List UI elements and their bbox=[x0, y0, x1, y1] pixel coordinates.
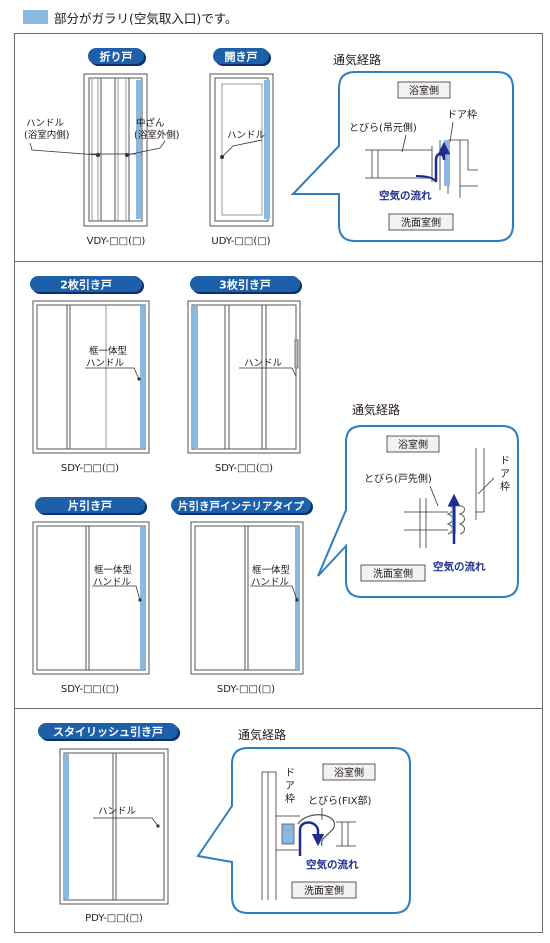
badge-three-panel-sliding: 3枚引き戸 bbox=[190, 276, 302, 294]
badge-stylish-sliding: スタイリッシュ引き戸 bbox=[38, 723, 180, 741]
box-bath-side bbox=[386, 435, 440, 453]
single-sliding-interior-drawing bbox=[190, 521, 304, 675]
model-two-panel-sliding: SDY-□□(□) bbox=[61, 463, 119, 474]
route-callout-3 bbox=[196, 747, 411, 914]
label-handle: ハンドル bbox=[86, 358, 125, 369]
stylish-sliding-drawing bbox=[59, 748, 169, 905]
model-single-sliding-interior: SDY-□□(□) bbox=[217, 684, 275, 695]
label-handle: ハンドル bbox=[251, 577, 290, 588]
label-door-frame-3: 枠 bbox=[500, 480, 510, 493]
model-stylish-sliding: PDY-□□(□) bbox=[85, 913, 143, 924]
label-handle: ハンドル bbox=[93, 577, 132, 588]
label-door-frame-2: ア bbox=[500, 469, 510, 480]
box-bath-side bbox=[322, 763, 376, 781]
legend-text: 部分がガラリ(空気取入口)です。 bbox=[54, 10, 238, 26]
airflow-arrow bbox=[298, 821, 325, 856]
box-washroom-side-text: 洗面室側 bbox=[401, 216, 441, 229]
section-divider-1 bbox=[14, 261, 543, 262]
label-integrated: 框一体型 bbox=[94, 564, 133, 576]
label-airflow: 空気の流れ bbox=[433, 560, 486, 573]
label-door-frame-1: ド bbox=[500, 456, 510, 467]
vent-strip bbox=[140, 527, 145, 669]
badge-folding-door: 折り戸 bbox=[88, 48, 146, 66]
label-door-frame-1: ド bbox=[285, 768, 295, 779]
label-door-frame-2: ア bbox=[285, 781, 295, 792]
badge-two-panel-sliding: 2枚引き戸 bbox=[30, 276, 144, 294]
label-integrated: 框一体型 bbox=[252, 564, 291, 576]
box-washroom-side bbox=[388, 213, 454, 231]
badge-stylish-sliding-text: スタイリッシュ引き戸 bbox=[53, 725, 163, 739]
label-handle: ハンドル bbox=[26, 118, 65, 129]
label-handle: ハンドル bbox=[244, 358, 283, 369]
label-door-frame: ドア枠 bbox=[447, 108, 477, 121]
badge-single-sliding-interior: 片引き戸インテリアタイプ bbox=[171, 497, 313, 515]
three-panel-sliding-drawing bbox=[187, 300, 301, 454]
vent-strip bbox=[136, 80, 141, 219]
route-title: 通気経路 bbox=[238, 727, 286, 742]
model-single-sliding: SDY-□□(□) bbox=[61, 684, 119, 695]
box-bath-side-text: 浴室側 bbox=[398, 438, 428, 451]
label-door-tip-side: とびら(戸先側) bbox=[364, 472, 432, 485]
model-three-panel-sliding: SDY-□□(□) bbox=[215, 463, 273, 474]
label-bath-outside: (浴室外側) bbox=[134, 129, 179, 141]
badge-single-sliding-text: 片引き戸 bbox=[68, 499, 112, 513]
box-bath-side bbox=[397, 81, 451, 99]
vent-color-swatch bbox=[23, 10, 48, 24]
box-washroom-side bbox=[291, 881, 357, 899]
vent-strip bbox=[295, 527, 299, 669]
box-washroom-side bbox=[360, 564, 426, 582]
airflow-arrow bbox=[434, 141, 451, 182]
label-middle-rail: 中ざん bbox=[136, 117, 165, 129]
route-title: 通気経路 bbox=[333, 52, 381, 67]
section-divider-2 bbox=[14, 708, 543, 709]
badge-single-sliding-interior-text: 片引き戸インテリアタイプ bbox=[178, 500, 304, 513]
route-title: 通気経路 bbox=[352, 402, 400, 417]
box-bath-side-text: 浴室側 bbox=[334, 766, 364, 779]
vent-strip bbox=[264, 80, 270, 219]
box-washroom-side-text: 洗面室側 bbox=[373, 567, 413, 580]
label-handle: ハンドル bbox=[227, 130, 266, 141]
label-door-hinge-side: とびら(吊元側) bbox=[349, 121, 417, 134]
badge-hinged-door-text: 開き戸 bbox=[225, 51, 258, 64]
label-handle: ハンドル bbox=[98, 806, 137, 817]
hinged-door-drawing bbox=[209, 73, 274, 227]
box-bath-side-text: 浴室側 bbox=[409, 84, 439, 97]
badge-single-sliding: 片引き戸 bbox=[35, 497, 147, 515]
badge-hinged-door: 開き戸 bbox=[213, 48, 271, 66]
single-sliding-drawing bbox=[32, 521, 150, 675]
vent-strip bbox=[64, 754, 69, 899]
vent-strip bbox=[192, 306, 198, 448]
label-door-fix-part: とびら(FIX部) bbox=[308, 794, 371, 807]
label-airflow: 空気の流れ bbox=[379, 189, 432, 202]
badge-two-panel-sliding-text: 2枚引き戸 bbox=[60, 278, 112, 292]
badge-three-panel-sliding-text: 3枚引き戸 bbox=[219, 278, 271, 292]
vent-strip bbox=[140, 306, 145, 448]
model-hinged-door: UDY-□□(□) bbox=[211, 236, 270, 247]
model-folding-door: VDY-□□(□) bbox=[87, 236, 146, 247]
folding-door-drawing bbox=[83, 73, 148, 227]
badge-folding-door-text: 折り戸 bbox=[100, 50, 133, 64]
label-door-frame-3: 枠 bbox=[285, 792, 295, 805]
label-bath-inside: (浴室内側) bbox=[24, 129, 69, 141]
two-panel-sliding-drawing bbox=[32, 300, 150, 454]
route-callout-2 bbox=[317, 425, 519, 598]
label-integrated: 框一体型 bbox=[89, 345, 128, 357]
label-airflow: 空気の流れ bbox=[306, 858, 359, 871]
legend: 部分がガラリ(空気取入口)です。 bbox=[23, 7, 238, 27]
route-callout-1 bbox=[290, 71, 514, 242]
outer-frame bbox=[14, 33, 543, 933]
box-washroom-side-text: 洗面室側 bbox=[304, 884, 344, 897]
